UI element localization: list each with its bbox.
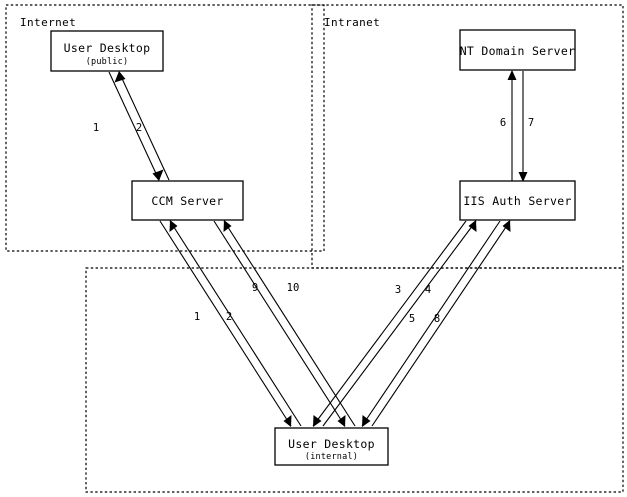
flow-label-1-lower: 1: [194, 311, 200, 323]
arrow-head-1-ccm: [152, 169, 164, 181]
flow-label-5: 5: [409, 313, 415, 325]
node-ccm-server[interactable]: CCM Server: [131, 180, 244, 221]
link-public-desktop-ccm: [108, 71, 170, 181]
link-1-ccm-to-internal: [159, 220, 292, 427]
link-10-internal-to-ccm: [223, 220, 356, 427]
link-2-internal-to-ccm: [169, 220, 302, 427]
node-nt-domain-server-box[interactable]: [459, 29, 576, 71]
zone-internal-border: [85, 267, 624, 493]
flow-label-2-lower: 2: [226, 311, 232, 323]
arrow-head-3-internal: [313, 415, 322, 427]
link-4-internal-to-iis: [322, 220, 477, 427]
link-iis-internal-desktop-b: [361, 220, 511, 427]
zone-internet: Internet: [5, 4, 325, 252]
arrow-head-5-internal: [362, 415, 371, 427]
flow-label-8: 8: [434, 313, 440, 325]
link-8-internal-to-iis: [371, 220, 511, 427]
zone-intranet-label: Intranet: [324, 16, 380, 29]
node-iis-auth-server-title: IIS Auth Server: [463, 194, 571, 208]
node-nt-domain-server[interactable]: NT Domain Server: [459, 29, 576, 71]
node-user-desktop-internal-title: User Desktop: [288, 437, 375, 451]
zone-intranet-border: [311, 4, 624, 269]
arrow-head-9-internal: [337, 415, 346, 427]
zone-internet-border: [5, 4, 325, 252]
flow-label-4: 4: [425, 284, 431, 296]
link-1-public-to-ccm: [108, 71, 160, 181]
node-user-desktop-public-title: User Desktop: [64, 41, 151, 55]
node-iis-auth-server-box[interactable]: [459, 180, 576, 221]
node-user-desktop-public[interactable]: User Desktop (public): [50, 30, 164, 72]
flow-label-6: 6: [500, 117, 506, 129]
link-iis-internal-desktop-a: [312, 220, 477, 427]
zone-internet-label: Internet: [20, 16, 76, 29]
link-5-iis-to-internal: [361, 220, 501, 427]
flow-label-7: 7: [528, 117, 534, 129]
link-ccm-internal-desktop-b: [213, 220, 356, 427]
zone-internal: [85, 267, 624, 493]
node-user-desktop-public-subtitle: (public): [86, 57, 129, 67]
flow-label-10: 10: [287, 282, 300, 294]
arrow-head-2-public: [114, 71, 126, 83]
node-ccm-server-title: CCM Server: [151, 194, 223, 208]
node-user-desktop-internal[interactable]: User Desktop (internal): [274, 427, 389, 466]
flow-label-9: 9: [252, 282, 258, 294]
node-iis-auth-server[interactable]: IIS Auth Server: [459, 180, 576, 221]
link-ccm-internal-desktop-a: [159, 220, 302, 427]
node-ccm-server-box[interactable]: [131, 180, 244, 221]
link-iis-nt-domain: [507, 70, 528, 182]
link-3-iis-to-internal: [312, 220, 467, 427]
arrow-head-6-nt: [507, 70, 517, 80]
node-nt-domain-server-title: NT Domain Server: [460, 44, 576, 58]
arrow-head-7-iis: [518, 172, 528, 182]
flow-label-3: 3: [395, 284, 401, 296]
link-9-ccm-to-internal: [213, 220, 346, 427]
node-user-desktop-internal-subtitle: (internal): [305, 452, 358, 462]
arrow-head-10-ccm: [223, 220, 232, 232]
flow-label-1-upper: 1: [93, 122, 99, 134]
node-user-desktop-public-box[interactable]: [50, 30, 164, 72]
arrow-head-1-internal: [283, 415, 292, 427]
flow-label-2-upper: 2: [136, 122, 142, 134]
arrow-head-4-iis: [468, 220, 477, 232]
arrow-head-8-iis: [502, 220, 511, 232]
node-user-desktop-internal-box[interactable]: [274, 427, 389, 466]
link-2-ccm-to-public: [118, 71, 170, 181]
arrow-head-2-ccm-lower: [169, 220, 178, 232]
zone-intranet: Intranet: [311, 4, 624, 269]
flow-step-labels: 1 2 1 2 3 4 5 6 7 8 9 10: [93, 117, 534, 325]
